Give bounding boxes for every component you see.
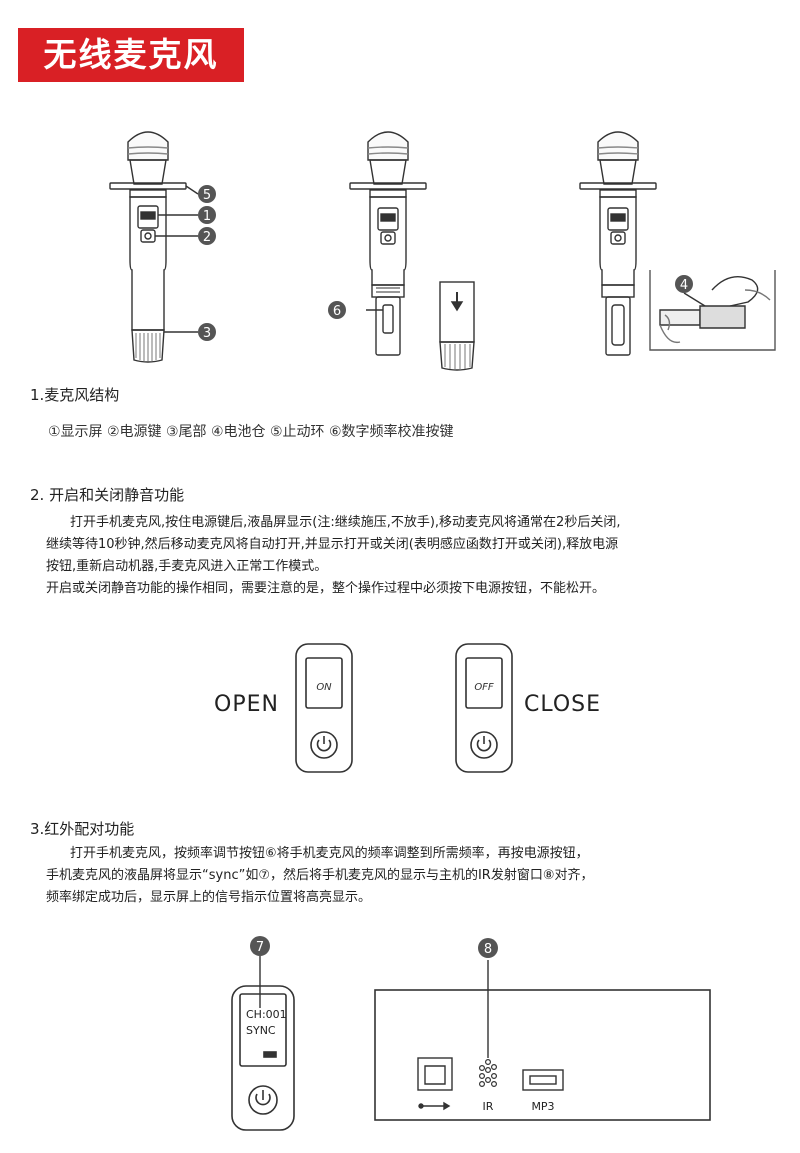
callout-1 (198, 206, 216, 224)
lcd-sync-text: SYNC (246, 1024, 276, 1037)
mp3-label: MP3 (531, 1100, 554, 1113)
section2-line: 打开手机麦克风,按住电源键后,液晶屏显示(注:继续施压,不放手),移动麦克风将通… (70, 515, 621, 530)
microphone-open-battery (349, 131, 475, 371)
callout-4 (675, 275, 693, 293)
callout-2 (198, 227, 216, 245)
ir-pairing-illustration: 7 CH:001 SYNC 8 IR MP3 (231, 936, 711, 1131)
close-label: CLOSE (524, 692, 602, 717)
section1-heading: 1.麦克风结构 (30, 386, 120, 404)
callout-6 (328, 301, 346, 319)
svg-text:8: 8 (484, 942, 492, 957)
usb-port-icon (417, 1057, 453, 1111)
section2-line: 继续等待10秒钟,然后移动麦克风将自动打开,并显示打开或关闭(表明感应函数打开或… (46, 537, 619, 552)
svg-text:7: 7 (256, 940, 264, 955)
open-label: OPEN (214, 692, 279, 717)
section3-line: 打开手机麦克风，按频率调节按钮⑥将手机麦克风的频率调整到所需频率，再按电源按钮， (70, 846, 589, 861)
svg-text:3: 3 (203, 326, 211, 341)
svg-text:4: 4 (680, 278, 688, 293)
section2-line: 开启或关闭静音功能的操作相同，需要注意的是，整个操作过程中必须按下电源按钮，不能… (46, 581, 606, 596)
lcd-channel-text: CH:001 (246, 1008, 287, 1021)
close-screen-text: OFF (474, 682, 494, 693)
callout-3 (198, 323, 216, 341)
svg-text:6: 6 (333, 304, 341, 319)
structure-legend: ①显示屏 ②电源键 ③尾部 ④电池仓 ⑤止动环 ⑥数字频率校准按键 (48, 424, 454, 440)
section2-heading: 2. 开启和关闭静音功能 (30, 486, 185, 504)
microphone-full (109, 131, 199, 363)
page-title: 无线麦克风 (18, 28, 244, 82)
ir-label: IR (483, 1100, 494, 1113)
callout-8 (478, 938, 498, 958)
callout-7 (250, 936, 270, 956)
ir-window-icon (479, 1059, 498, 1088)
section2-line: 按钮,重新启动机器,手麦克风进入正常工作模式。 (46, 559, 328, 574)
svg-text:2: 2 (203, 230, 211, 245)
section3-line: 频率绑定成功后，显示屏上的信号指示位置将高亮显示。 (46, 890, 372, 905)
open-close-devices: ON OFF (295, 643, 513, 773)
open-screen-text: ON (316, 682, 332, 693)
microphone-battery-insert (579, 131, 776, 356)
section3-heading: 3.红外配对功能 (30, 820, 135, 838)
microphone-structure-illustration: 5 1 2 3 6 4 (109, 131, 776, 371)
section3-line: 手机麦克风的液晶屏将显示“sync”如⑦，然后将手机麦克风的显示与主机的IR发射… (46, 868, 594, 883)
svg-text:5: 5 (203, 188, 211, 203)
mp3-port-icon (522, 1069, 564, 1091)
svg-text:1: 1 (203, 209, 211, 224)
callout-5 (198, 185, 216, 203)
